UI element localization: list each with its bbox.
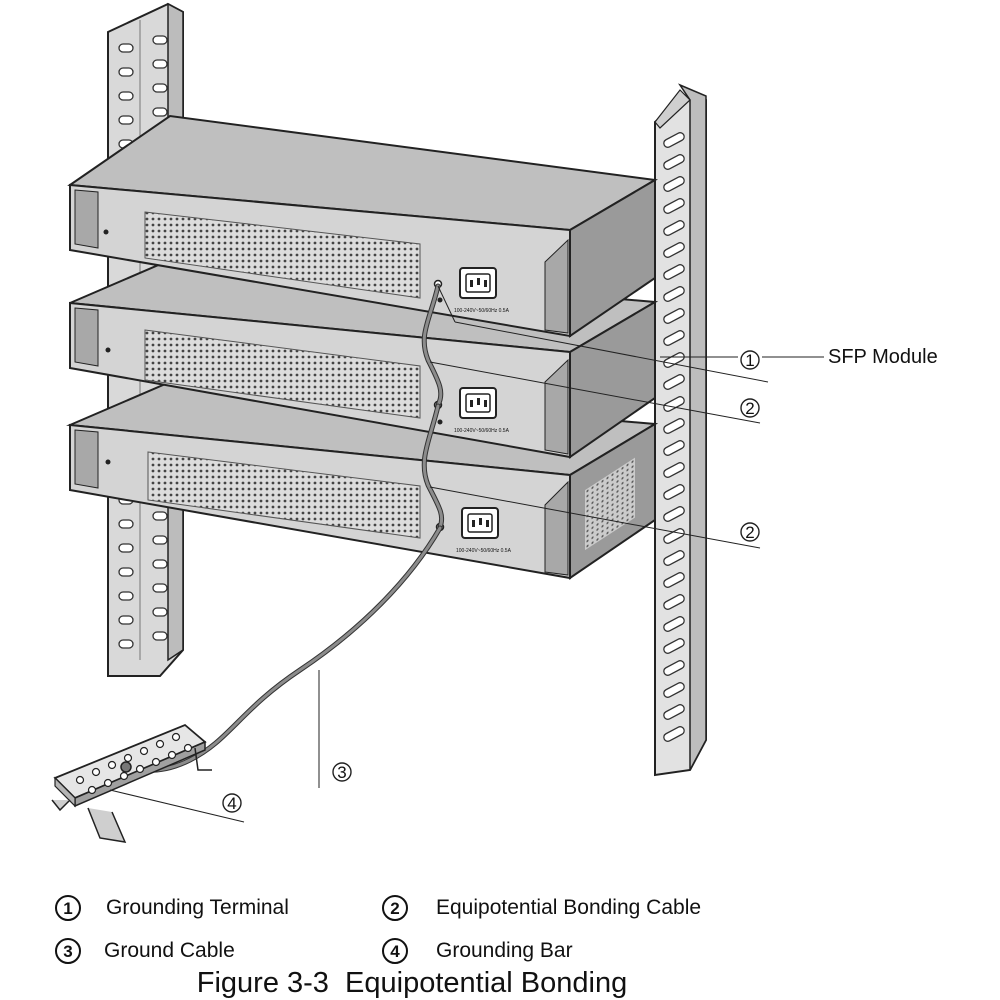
callout-4: 4 — [222, 793, 242, 813]
legend-item: 4 Grounding Bar — [382, 938, 573, 964]
svg-text:100-240V~50/60Hz 0.5A: 100-240V~50/60Hz 0.5A — [454, 428, 510, 434]
grounding-bar — [51, 723, 212, 843]
legend-label: Ground Cable — [104, 939, 235, 962]
callout-1-number: 1 — [745, 351, 754, 370]
legend-item: 3 Ground Cable — [55, 938, 235, 964]
legend-label: Grounding Bar — [436, 939, 573, 962]
legend-number: 2 — [390, 899, 399, 918]
legend-number: 3 — [63, 942, 72, 961]
legend-label: Equipotential Bonding Cable — [436, 896, 701, 919]
legend-label: Grounding Terminal — [106, 896, 289, 919]
legend: 1 Grounding Terminal 2 Equipotential Bon… — [55, 895, 701, 964]
sfp-module-label: SFP Module — [828, 346, 938, 368]
callout-2-number: 2 — [745, 399, 754, 418]
figure-caption: Figure 3-3 Equipotential Bonding — [197, 967, 627, 999]
svg-text:100-240V~50/60Hz 0.5A: 100-240V~50/60Hz 0.5A — [456, 548, 512, 554]
callout-2-upper: 2 — [740, 398, 760, 418]
legend-item: 2 Equipotential Bonding Cable — [382, 895, 701, 921]
leader-lines — [109, 285, 824, 823]
ground-cable — [125, 525, 443, 773]
switch-middle: 100-240V~50/60Hz 0.5A — [69, 258, 659, 459]
legend-number: 1 — [63, 899, 72, 918]
legend-number: 4 — [390, 942, 400, 961]
switch-top: 100-240V~50/60Hz 0.5A — [67, 114, 659, 338]
switch-bottom: 100-240V~50/60Hz 0.5A — [66, 380, 659, 580]
svg-text:100-240V~50/60Hz 0.5A: 100-240V~50/60Hz 0.5A — [454, 308, 510, 314]
legend-item: 1 Grounding Terminal — [55, 895, 289, 921]
equipotential-bonding-cables — [421, 283, 445, 530]
right-rack-rail — [654, 83, 707, 777]
callout-2-lower: 2 — [740, 522, 760, 542]
callout-2-number: 2 — [745, 523, 754, 542]
callout-1: 1 — [740, 350, 760, 370]
callout-4-number: 4 — [227, 794, 236, 813]
callout-3: 3 — [332, 762, 352, 782]
callout-3-number: 3 — [337, 763, 346, 782]
